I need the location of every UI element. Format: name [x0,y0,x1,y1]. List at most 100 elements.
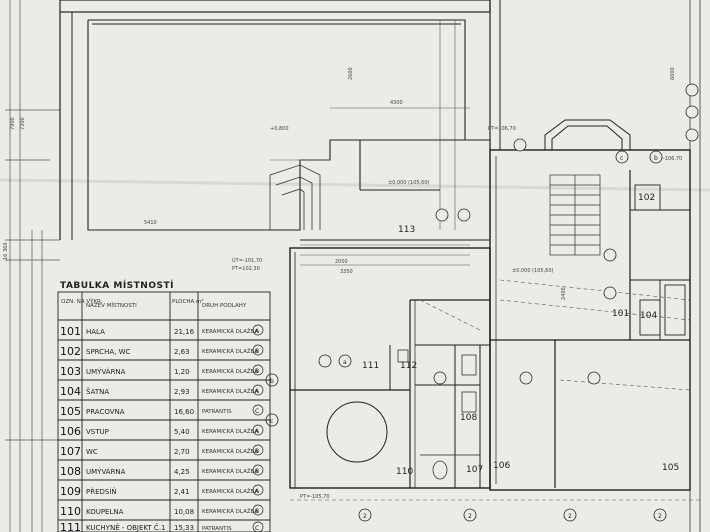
room-111-label: 111 [362,361,379,371]
row-number: 106 [60,425,81,438]
floor-code-circle [252,364,264,376]
dim-2600: 2600 [348,67,354,80]
table-row: 101 HALA 21,16 KERAMICKÁ DLAŽBA A [60,324,264,338]
row-area: 1,20 [174,368,190,376]
row-area: 2,70 [174,448,190,456]
round-bathtub [326,401,388,463]
row-number: 109 [60,485,81,498]
floor-code-circle [252,324,264,336]
floor-code-circle [252,444,264,456]
table-grid [57,291,271,532]
row-number: 107 [60,445,81,458]
table-row: 108 UMÝVÁRNA 4,25 KERAMICKÁ DLAŽBA B [60,464,264,478]
row-number: 103 [60,365,81,378]
row-area: 2,41 [174,488,190,496]
marker-2-d: 2 [658,513,662,520]
row-floor-code: A [255,488,260,495]
row-floor-code: B [255,368,259,375]
floor-code-circle [252,504,264,516]
sanitary-fixtures [397,349,477,480]
row-floor-code: A [255,388,260,395]
room-107-label: 107 [466,465,483,475]
row-floor-code: A [255,428,260,435]
level-ut-101: ÚT=-101,70 [232,257,262,264]
room-113-label: 113 [398,225,415,235]
terrace-dimension-chains [270,20,470,266]
row-area: 4,25 [174,468,190,476]
row-name: SPRCHA, WC [86,348,130,356]
floor-code-circle [252,344,264,356]
row-name: WC [86,448,98,456]
table-row: 102 SPRCHA, WC 2,63 KERAMICKÁ DLAŽBA B [60,344,264,358]
row-name: KUCHYNĚ - OBJEKT Č.1 [86,523,166,532]
table-row: 106 VSTUP 5,40 KERAMICKÁ DLAŽBA A [60,424,264,438]
row-area: 16,60 [174,408,194,416]
terrace-steps [269,164,321,230]
room-101-label: 101 [612,309,629,319]
marker-b: b [654,155,658,162]
row-name: VSTUP [86,428,109,436]
row-area: 21,16 [174,328,195,336]
row-floor: KERAMICKÁ DLAŽBA [202,367,258,375]
dim-4300: 4300 [390,100,403,106]
table-row: 109 PŘEDSÍŇ 2,41 KERAMICKÁ DLAŽBA A [60,484,264,498]
row-name: PRACOVNA [86,408,125,416]
room-table: TABULKA MÍSTNOSTÍ OZN. NA VÝKR. NÁZEV MÍ… [57,279,271,532]
table-row: 105 PRACOVNA 16,60 PATRANTIS C [60,404,264,418]
floor-code-circle [252,404,264,416]
level-plus-0800: +0,800 [270,126,289,132]
floor-code-circle [252,464,264,476]
row-floor: KERAMICKÁ DLAŽBA [202,387,258,395]
row-name: KOUPELNA [86,508,124,516]
level-pt-106: PT=106,70 [488,126,516,132]
dim-2400: 2400 [561,287,567,300]
room-105-label: 105 [662,463,679,473]
marker-c: c [620,155,623,162]
row-area: 2,63 [174,348,190,356]
row-number: 111 [60,521,81,532]
row-floor-code: C [255,525,259,532]
paper-fold [0,178,710,192]
header-number: OZN. NA VÝKR. [61,298,103,305]
circle-markers [265,83,699,522]
floor-code-circle [252,484,264,496]
row-floor-code: C [255,408,259,415]
table-row: 104 ŠATNA 2,93 KERAMICKÁ DLAŽBA A [60,384,264,398]
marker-2-a: 2 [363,513,367,520]
room-108-label: 108 [460,413,477,423]
row-floor-code: A [255,328,260,335]
table-title: TABULKA MÍSTNOSTÍ [60,279,174,291]
header-floor: DRUH PODLAHY [202,303,247,309]
room-106-label: 106 [493,461,510,471]
top-walls [59,0,501,240]
small-cells-102-104 [634,184,686,336]
row-floor: KERAMICKÁ DLAŽBA [202,487,258,495]
room-110-label: 110 [396,467,413,477]
row-name: ŠATNA [86,387,109,396]
row-number: 104 [60,385,81,398]
room-104-label: 104 [640,311,657,321]
row-floor: KERAMICKÁ DLAŽBA [202,327,258,335]
dashed-lines [290,279,700,501]
bay-window [544,119,631,150]
main-walls [289,247,491,489]
floor-code-circle [252,384,264,396]
level-pt-105: PT=-105,70 [300,494,330,500]
row-name: UMÝVÁRNA [86,467,126,476]
row-area: 15,33 [174,524,194,532]
level-pt-102: PT=102,30 [232,266,260,272]
staircase [549,174,601,256]
row-floor-code: B [255,508,259,515]
floor-code-circle [252,521,264,532]
dim-16360: 16 360 [3,243,9,261]
row-number: 108 [60,465,81,478]
level-main: ±0,000 (105,60) [388,180,430,186]
level-hall: ±0,000 (105,60) [512,268,554,274]
room-112-label: 112 [400,361,417,371]
right-wing-walls [489,0,701,532]
table-row: 110 KOUPELNA 10,08 KERAMICKÁ DLAŽBA B [60,504,264,518]
dim-3350: 3350 [340,269,353,275]
marker-b-left: b [270,378,274,385]
table-row: 107 WC 2,70 KERAMICKÁ DLAŽBA B [60,444,264,458]
